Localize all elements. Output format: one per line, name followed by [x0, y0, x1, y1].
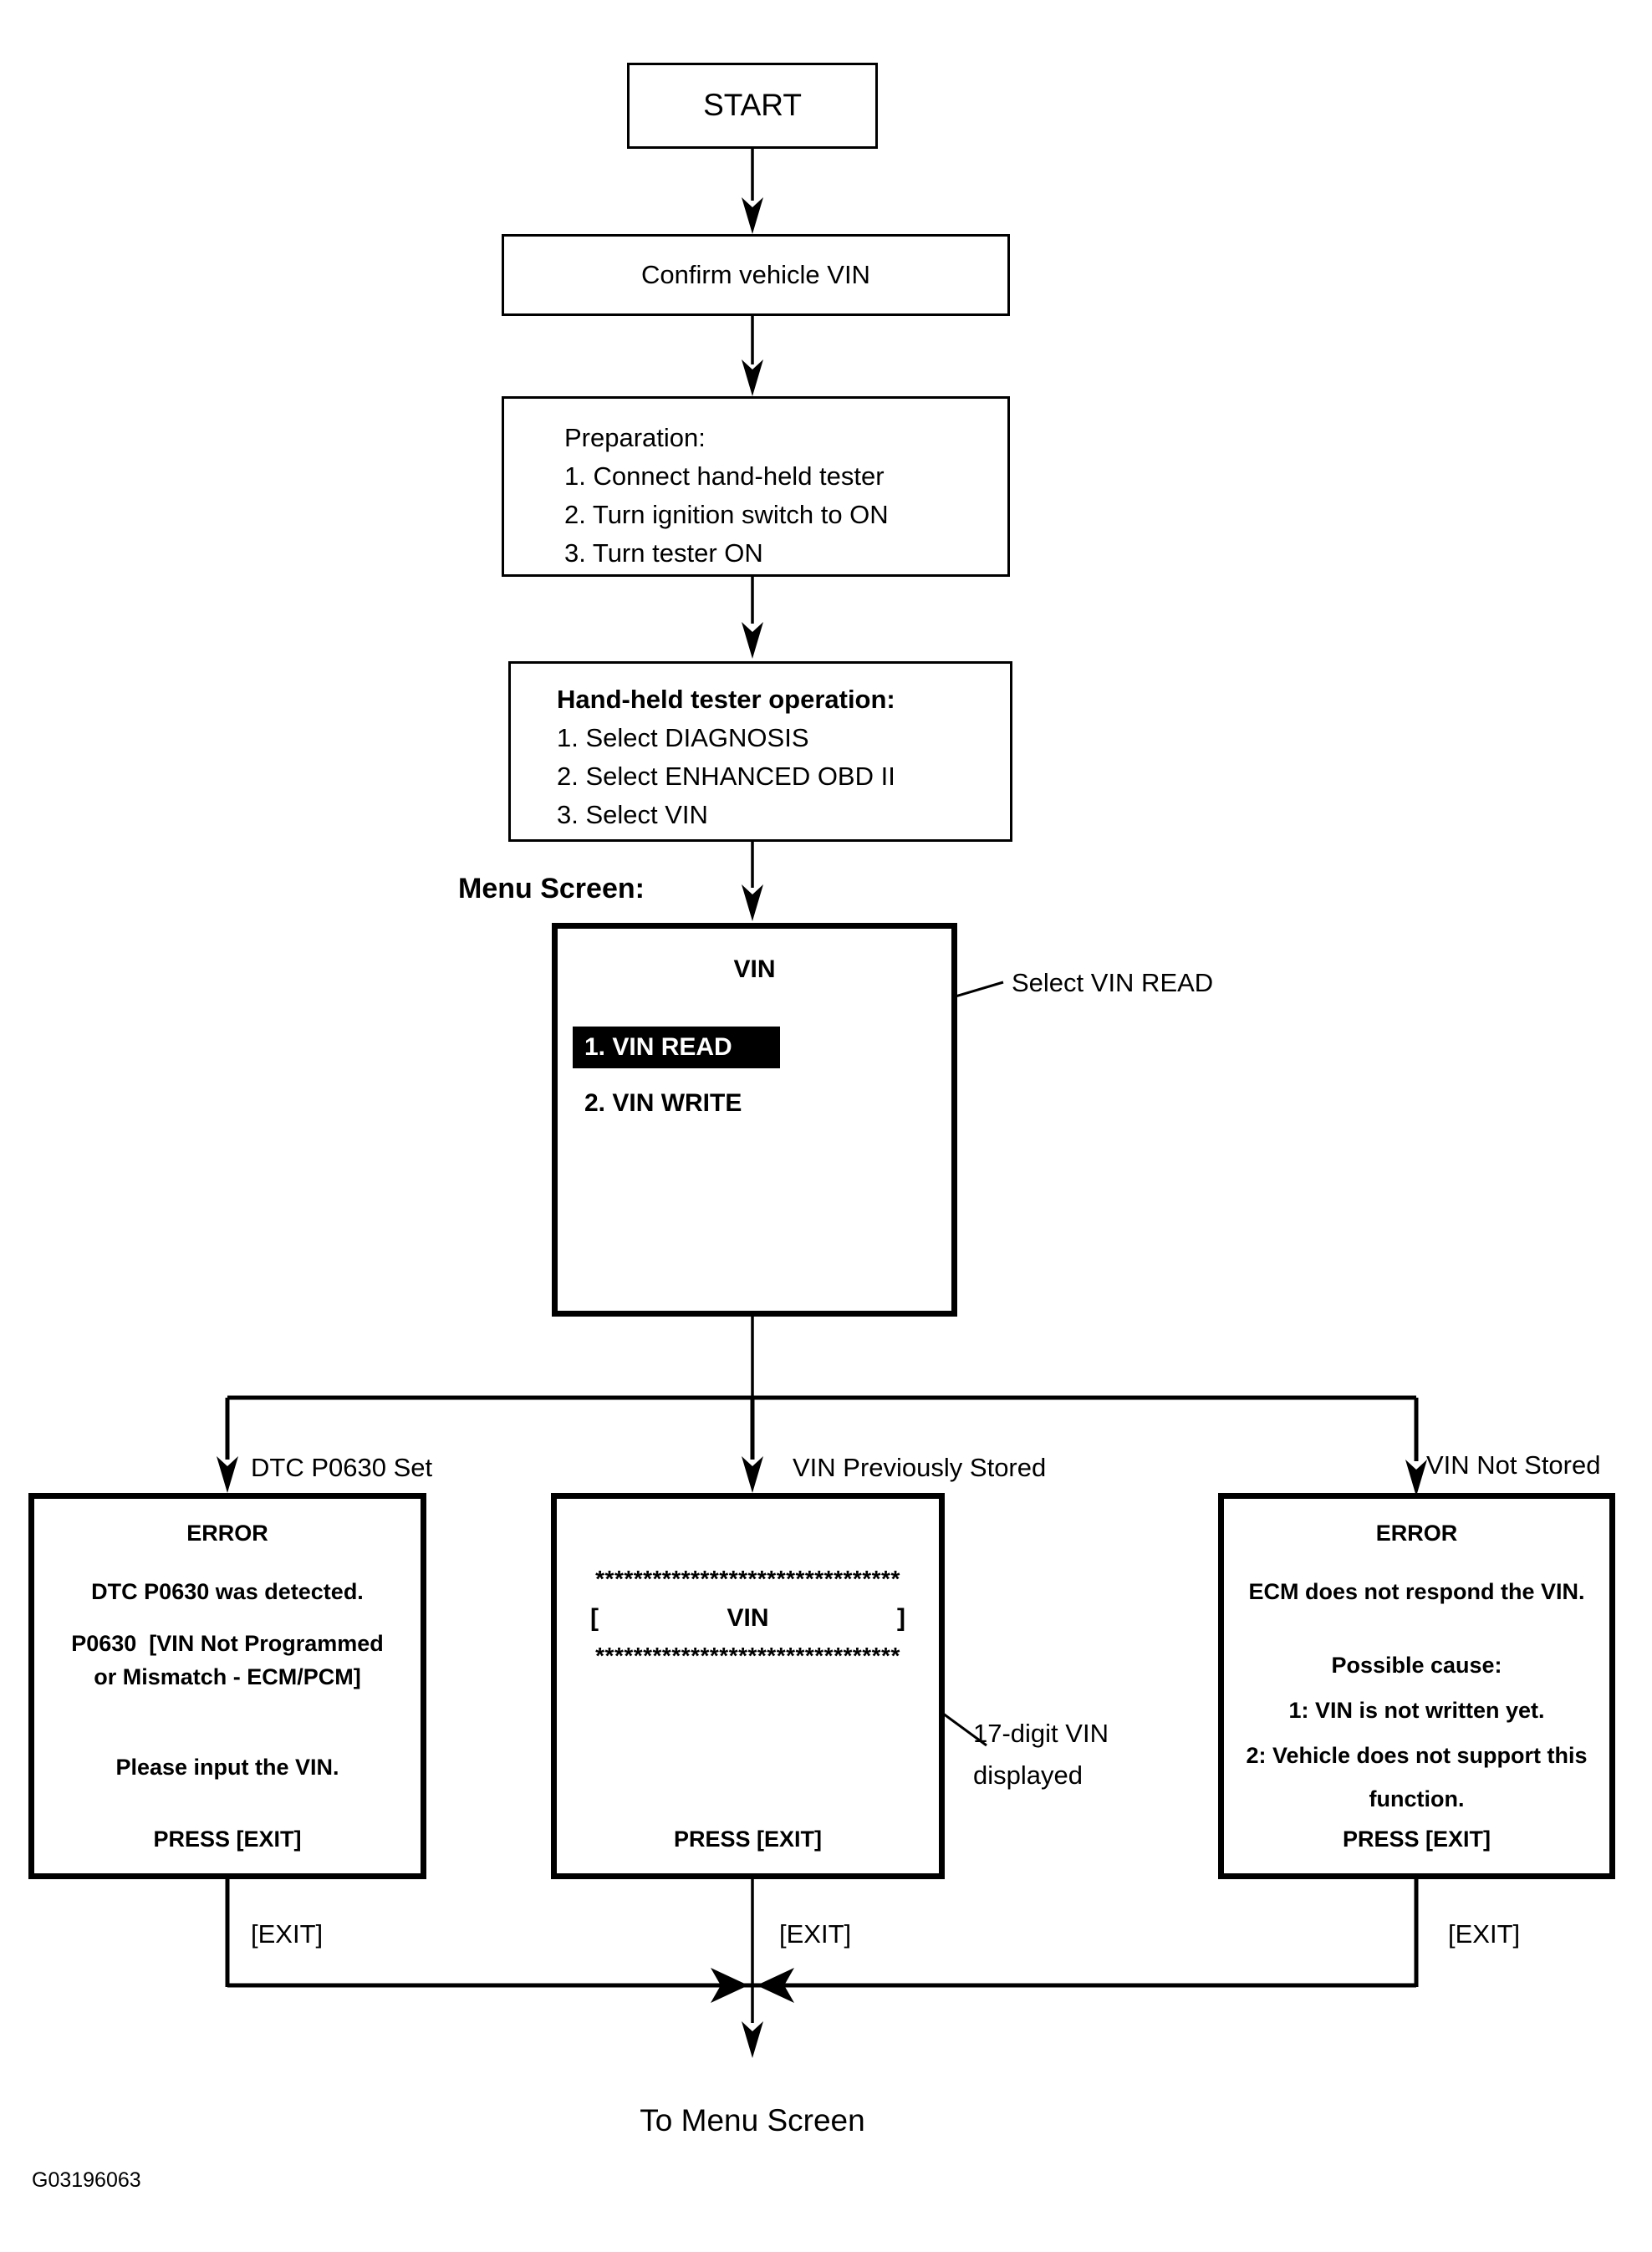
exit-label-middle: [EXIT]	[779, 1919, 852, 1949]
exit-label-left: [EXIT]	[251, 1919, 324, 1949]
vin-display-stars-bottom: ********************************	[595, 1643, 900, 1669]
error-ecm-title: ERROR	[1375, 1521, 1458, 1546]
vin-display-bracket-close: ]	[896, 1604, 905, 1632]
branch-label-vin-stored: VIN Previously Stored	[793, 1453, 1047, 1482]
branch-label-dtc-set: DTC P0630 Set	[251, 1453, 433, 1482]
preparation-step-3: 3. Turn tester ON	[564, 538, 763, 568]
error-ecm-line-cause: Possible cause:	[1331, 1653, 1502, 1678]
error-dtc-title: ERROR	[186, 1521, 268, 1546]
error-ecm-line-function: function.	[1369, 1786, 1465, 1811]
preparation-title: Preparation:	[564, 423, 706, 452]
vin-display-bracket-open: [	[590, 1604, 599, 1632]
tester-operation-title: Hand-held tester operation:	[557, 685, 895, 714]
error-ecm-line-cause-1: 1: VIN is not written yet.	[1288, 1698, 1545, 1723]
error-ecm-press-exit: PRESS [EXIT]	[1342, 1827, 1491, 1852]
arrowhead-branch-left	[217, 1456, 238, 1493]
vin-display-screen: ******************************** [ VIN ]…	[551, 1493, 945, 1879]
arrowhead-merge-from-left	[711, 1968, 748, 2003]
error-ecm-line-cause-2: 2: Vehicle does not support this	[1246, 1743, 1588, 1768]
error-dtc-line-input-vin: Please input the VIN.	[115, 1755, 339, 1780]
branch-label-vin-not-stored: VIN Not Stored	[1426, 1450, 1601, 1480]
menu-item-vin-read-label: 1. VIN READ	[584, 1033, 732, 1061]
error-dtc-press-exit: PRESS [EXIT]	[153, 1827, 302, 1852]
arrowhead-branch-right	[1405, 1460, 1427, 1496]
menu-item-vin-write: 2. VIN WRITE	[584, 1089, 742, 1117]
vin-digit-callout-line2: displayed	[973, 1760, 1083, 1790]
arrowhead-down-1	[742, 197, 763, 234]
start-label: START	[703, 88, 802, 123]
tester-operation-step-3: 3. Select VIN	[557, 800, 708, 829]
menu-screen-title: VIN	[733, 955, 776, 983]
preparation-step-1: 1. Connect hand-held tester	[564, 461, 885, 491]
error-dtc-screen: ERROR DTC P0630 was detected. P0630 [VIN…	[28, 1493, 426, 1879]
tester-operation-step-2: 2. Select ENHANCED OBD II	[557, 762, 895, 791]
arrowhead-down-3	[742, 622, 763, 659]
arrowhead-down-2	[742, 359, 763, 396]
select-vin-read-callout: Select VIN READ	[1012, 968, 1214, 997]
menu-screen-node: VIN 1. VIN READ 2. VIN WRITE	[552, 923, 957, 1317]
vin-display-press-exit: PRESS [EXIT]	[673, 1827, 823, 1852]
preparation-step-2: 2. Turn ignition switch to ON	[564, 500, 889, 529]
figure-code: G03196063	[32, 2168, 141, 2192]
arrowhead-to-menu-screen	[742, 2021, 763, 2058]
vin-display-row: [ VIN ]	[557, 1604, 939, 1633]
arrowhead-merge-from-right	[757, 1968, 794, 2003]
menu-item-vin-read: 1. VIN READ	[573, 1027, 780, 1068]
tester-operation-step-1: 1. Select DIAGNOSIS	[557, 723, 809, 752]
tester-operation-node: Hand-held tester operation: 1. Select DI…	[508, 661, 1012, 842]
to-menu-screen-label: To Menu Screen	[640, 2103, 865, 2137]
exit-label-right: [EXIT]	[1448, 1919, 1521, 1949]
arrowhead-down-4	[742, 884, 763, 921]
confirm-vin-label: Confirm vehicle VIN	[641, 260, 870, 290]
error-dtc-line-p0630: P0630 [VIN Not Programmed	[71, 1631, 384, 1656]
arrowhead-branch-middle	[742, 1456, 763, 1493]
error-ecm-line-respond: ECM does not respond the VIN.	[1248, 1579, 1585, 1604]
start-node: START	[627, 63, 878, 149]
vin-display-stars-top: ********************************	[595, 1566, 900, 1592]
vin-digit-callout-line1: 17-digit VIN	[973, 1719, 1109, 1748]
error-dtc-line-mismatch: or Mismatch - ECM/PCM]	[94, 1664, 361, 1689]
error-ecm-screen: ERROR ECM does not respond the VIN. Poss…	[1218, 1493, 1615, 1879]
menu-screen-caption: Menu Screen:	[458, 873, 645, 904]
error-dtc-line-detected: DTC P0630 was detected.	[91, 1579, 364, 1604]
confirm-vin-node: Confirm vehicle VIN	[502, 234, 1010, 316]
vin-display-vin-label: VIN	[727, 1604, 769, 1632]
preparation-node: Preparation: 1. Connect hand-held tester…	[502, 396, 1010, 577]
